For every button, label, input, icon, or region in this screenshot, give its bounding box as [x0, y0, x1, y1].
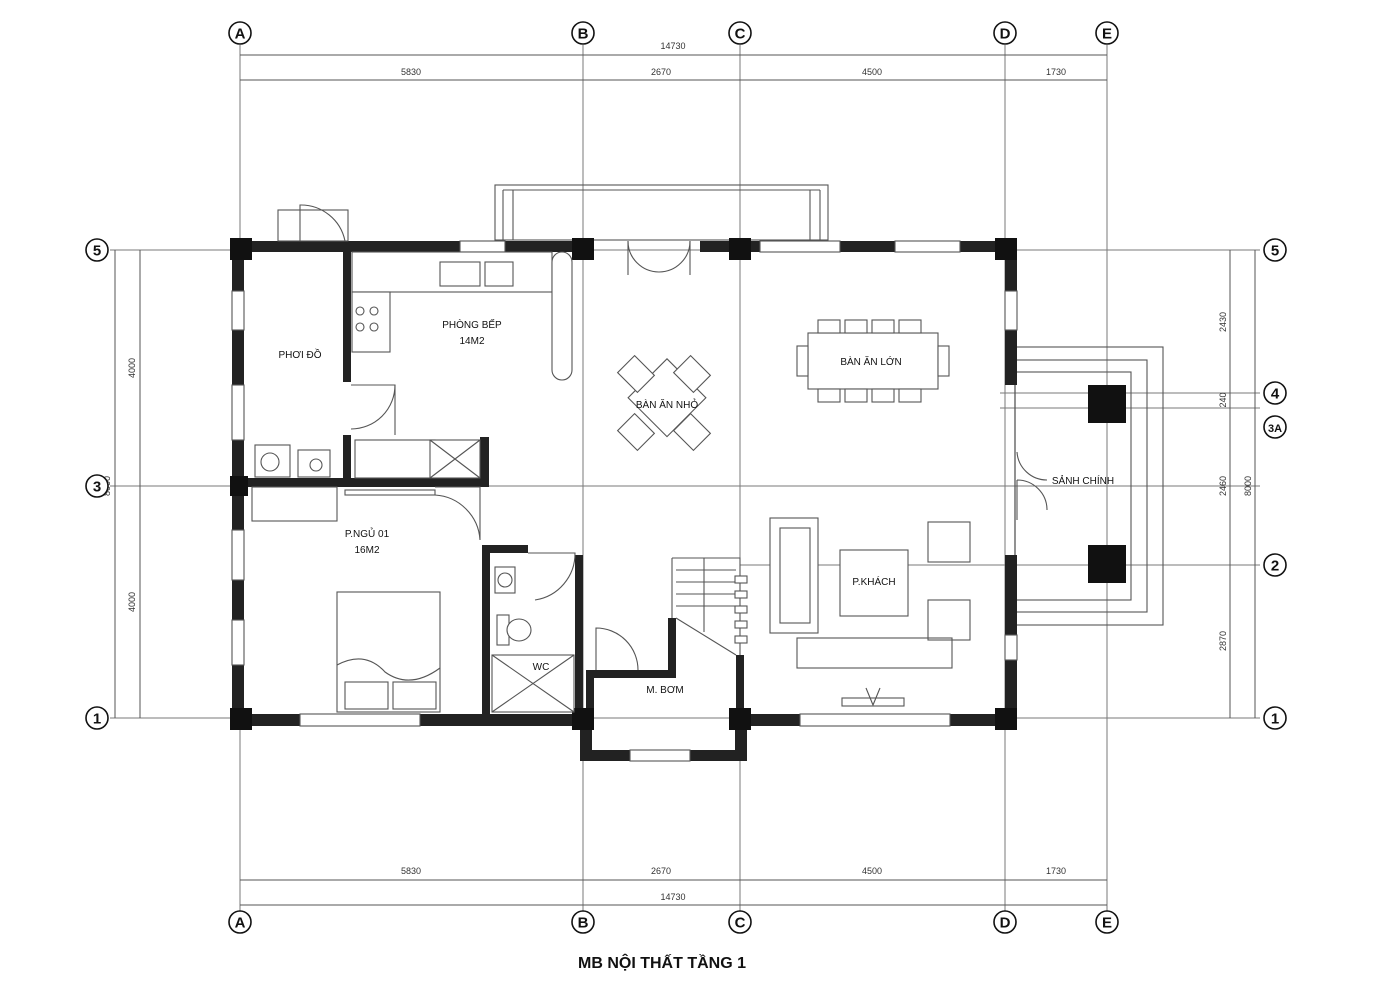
svg-text:3: 3	[93, 479, 101, 496]
windows	[231, 240, 1018, 762]
svg-text:3A: 3A	[1268, 423, 1282, 435]
svg-text:E: E	[1102, 915, 1112, 932]
svg-text:C: C	[735, 915, 746, 932]
dim-left-seg-1: 4000	[127, 358, 137, 378]
doors	[277, 204, 1048, 671]
label-p-ngu: P.NGỦ 01	[345, 527, 390, 540]
dim-top-seg-2: 2670	[651, 67, 671, 77]
axis-5-right: 5	[1263, 238, 1287, 262]
dim-bottom-seg-1: 5830	[401, 866, 421, 876]
label-phong-bep-area: 14M2	[459, 336, 484, 347]
label-ban-an-nho: BÀN ĂN NHỎ	[636, 398, 698, 411]
dim-bottom-total: 14730	[660, 892, 685, 902]
axis-b-top: B	[571, 21, 595, 45]
dim-right-seg-3: 2460	[1218, 476, 1228, 496]
svg-text:A: A	[235, 26, 246, 43]
label-sanh-chinh: SẢNH CHÍNH	[1052, 474, 1114, 487]
axis-e-top: E	[1095, 21, 1119, 45]
svg-text:A: A	[235, 915, 246, 932]
axis-3a-right: 3A	[1263, 415, 1287, 439]
label-ban-an-lon: BÀN ĂN LỚN	[840, 355, 901, 368]
axis-c-top: C	[728, 21, 752, 45]
svg-text:5: 5	[93, 243, 101, 260]
dim-right-seg-4: 2870	[1218, 631, 1228, 651]
axis-d-bottom: D	[993, 910, 1017, 934]
label-p-ngu-area: 16M2	[354, 545, 379, 556]
columns	[230, 238, 1126, 730]
axis-3-left: 3	[85, 474, 109, 498]
drawing-title: MB NỘI THẤT TẦNG 1	[578, 953, 746, 972]
dim-right-seg-2: 240	[1218, 392, 1228, 407]
svg-text:1: 1	[93, 711, 101, 728]
svg-text:B: B	[578, 915, 589, 932]
label-p-khach: P.KHÁCH	[852, 575, 895, 588]
axis-4-right: 4	[1263, 381, 1287, 405]
axis-5-left: 5	[85, 238, 109, 262]
porch-outlines	[494, 184, 1164, 626]
axis-e-bottom: E	[1095, 910, 1119, 934]
dim-top-total: 14730	[660, 41, 685, 51]
svg-text:C: C	[735, 26, 746, 43]
label-phoi-do: PHƠI ĐỒ	[278, 348, 321, 361]
svg-text:B: B	[578, 26, 589, 43]
furniture	[251, 251, 971, 713]
label-phong-bep: PHÒNG BẾP	[442, 318, 502, 331]
svg-text:2: 2	[1271, 558, 1279, 575]
axis-a-top: A	[228, 21, 252, 45]
dim-bottom-seg-4: 1730	[1046, 866, 1066, 876]
axis-a-bottom: A	[228, 910, 252, 934]
dim-top-seg-1: 5830	[401, 67, 421, 77]
svg-text:5: 5	[1271, 243, 1279, 260]
dimension-texts: 14730 5830 2670 4500 1730 5830 2670 4500…	[102, 41, 1253, 902]
dim-bottom-seg-2: 2670	[651, 866, 671, 876]
axis-1-left: 1	[85, 706, 109, 730]
axis-2-right: 2	[1263, 553, 1287, 577]
svg-text:D: D	[1000, 915, 1011, 932]
dim-top-seg-3: 4500	[862, 67, 882, 77]
room-labels: PHƠI ĐỒ PHÒNG BẾP 14M2 BÀN ĂN NHỎ BÀN ĂN…	[278, 318, 1114, 696]
svg-text:D: D	[1000, 26, 1011, 43]
svg-text:1: 1	[1271, 711, 1279, 728]
dim-right-total: 8000	[1243, 476, 1253, 496]
dim-left-seg-2: 4000	[127, 592, 137, 612]
label-wc: WC	[533, 662, 550, 673]
axis-1-right: 1	[1263, 706, 1287, 730]
dim-top-seg-4: 1730	[1046, 67, 1066, 77]
label-m-bom: M. BƠM	[646, 685, 683, 696]
axis-c-bottom: C	[728, 910, 752, 934]
axis-b-bottom: B	[571, 910, 595, 934]
svg-text:E: E	[1102, 26, 1112, 43]
svg-text:4: 4	[1271, 386, 1280, 403]
dim-bottom-seg-3: 4500	[862, 866, 882, 876]
axis-bubbles: A B C D E A B C D E 5 3 1 5 4 3A 2 1	[85, 21, 1287, 934]
axis-d-top: D	[993, 21, 1017, 45]
dim-right-seg-1: 2430	[1218, 312, 1228, 332]
dimension-lines	[114, 54, 1256, 906]
